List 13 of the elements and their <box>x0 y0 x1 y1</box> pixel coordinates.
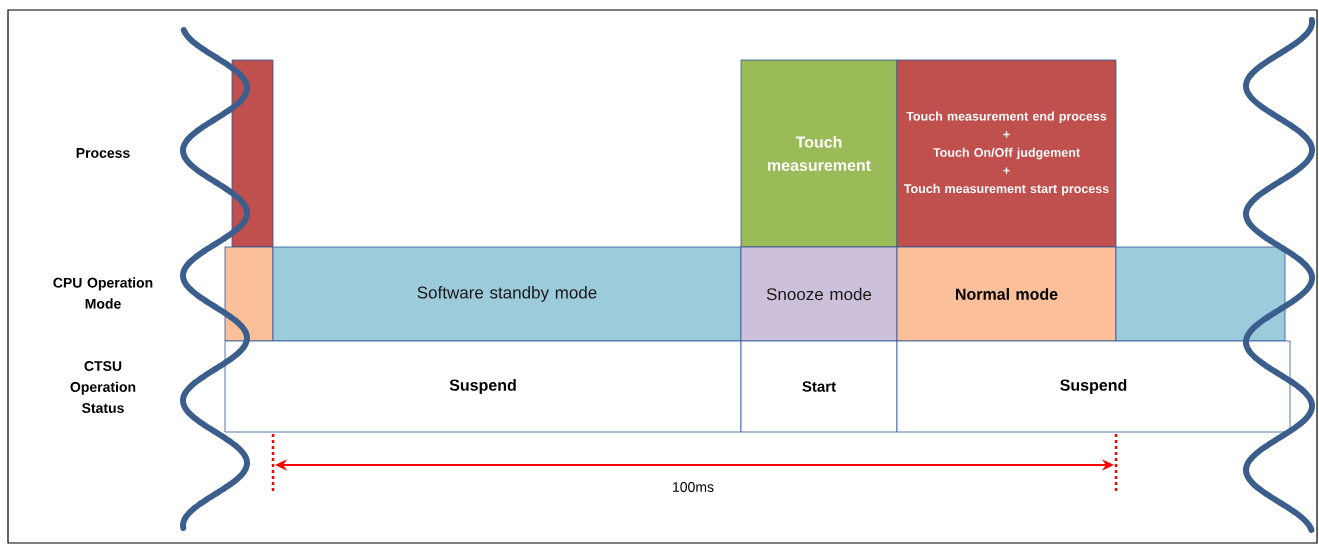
row-label: CPU Operation Mode <box>53 277 153 309</box>
mode-band: Normal mode <box>896 246 1117 342</box>
mode-band <box>224 246 274 342</box>
process-box: Touch measurement <box>740 59 898 248</box>
process-box <box>231 59 274 248</box>
row-label: CTSU Operation Status <box>70 361 136 413</box>
mode-band <box>1115 246 1286 342</box>
status-cell: Start <box>740 340 898 433</box>
process-box: Touch measurement end process + Touch On/Off judgement + Touch measurement start process <box>896 59 1117 248</box>
mode-band: Software standby mode <box>272 246 742 342</box>
row-label: Process <box>76 148 130 158</box>
mode-band: Snooze mode <box>740 246 898 342</box>
dimension-label: 100ms <box>673 482 714 492</box>
